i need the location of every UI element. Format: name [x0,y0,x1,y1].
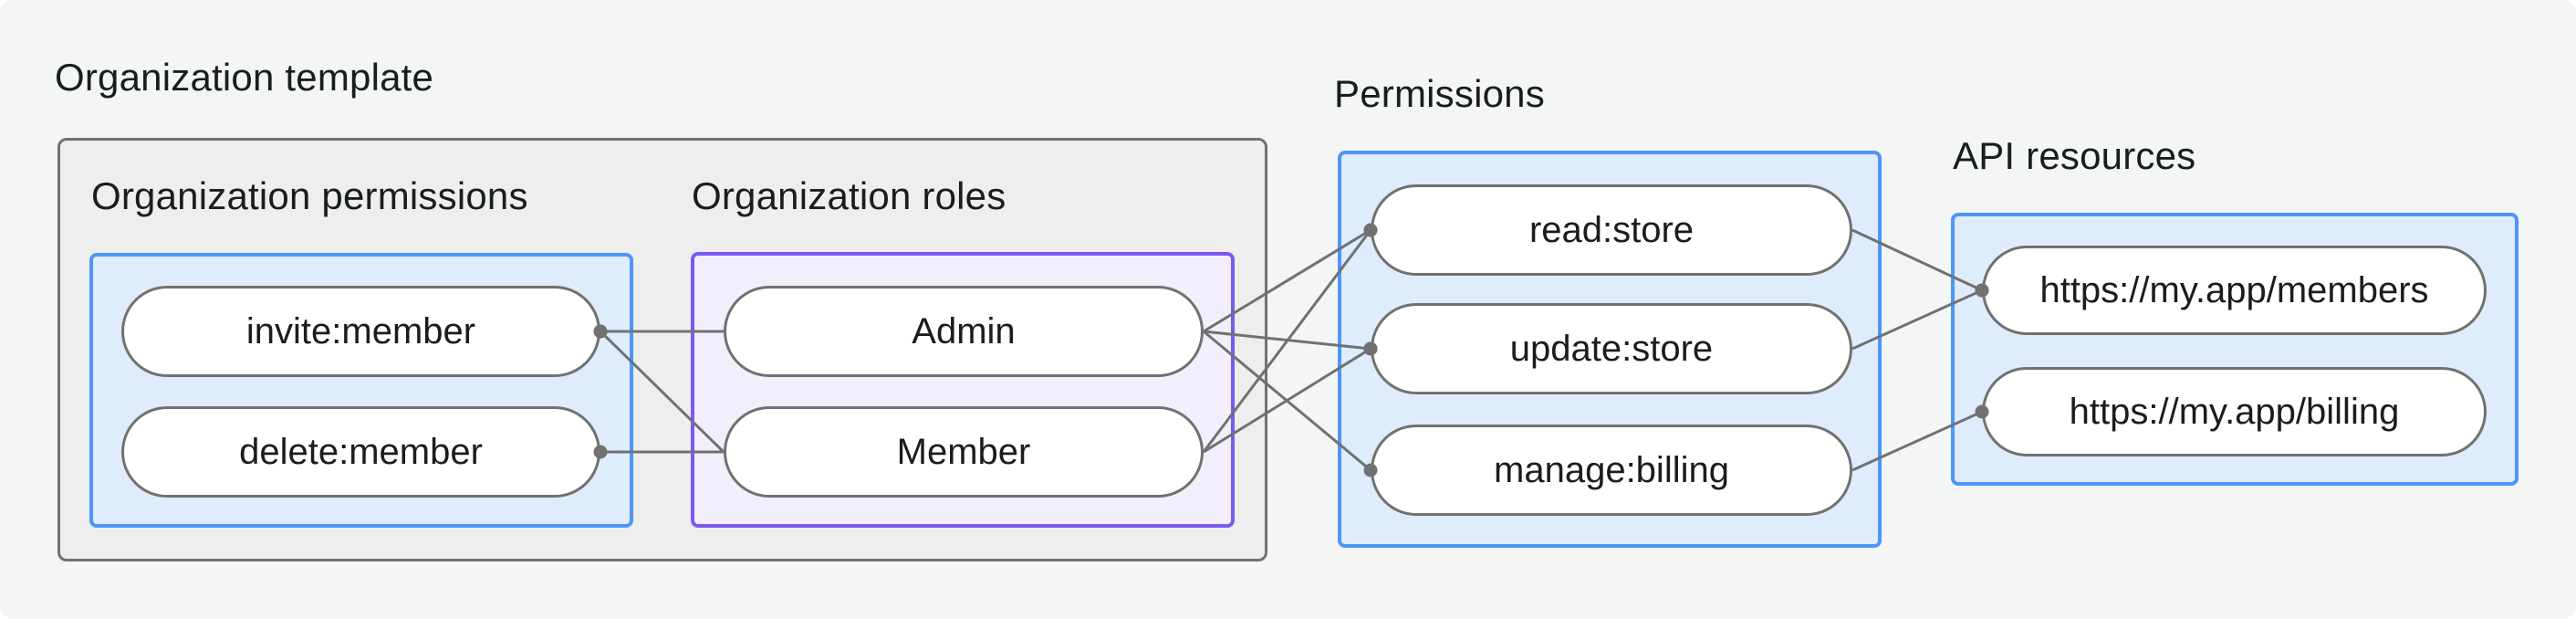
org-permissions-label: Organization permissions [91,174,528,217]
api-resources-label: API resources [1953,134,2196,177]
org-roles-label: Organization roles [692,174,1006,217]
pill-member: Member [724,406,1204,498]
pill-update-store: update:store [1371,303,1852,394]
pill-manage-billing: manage:billing [1371,425,1852,516]
org-template-label: Organization template [55,56,434,99]
pill-api-billing: https://my.app/billing [1982,367,2487,456]
permissions-label: Permissions [1334,72,1545,115]
pill-read-store: read:store [1371,184,1852,276]
pill-delete-member: delete:member [121,406,600,498]
pill-invite-member: invite:member [121,286,600,377]
pill-api-members: https://my.app/members [1982,246,2487,335]
pill-admin: Admin [724,286,1204,377]
